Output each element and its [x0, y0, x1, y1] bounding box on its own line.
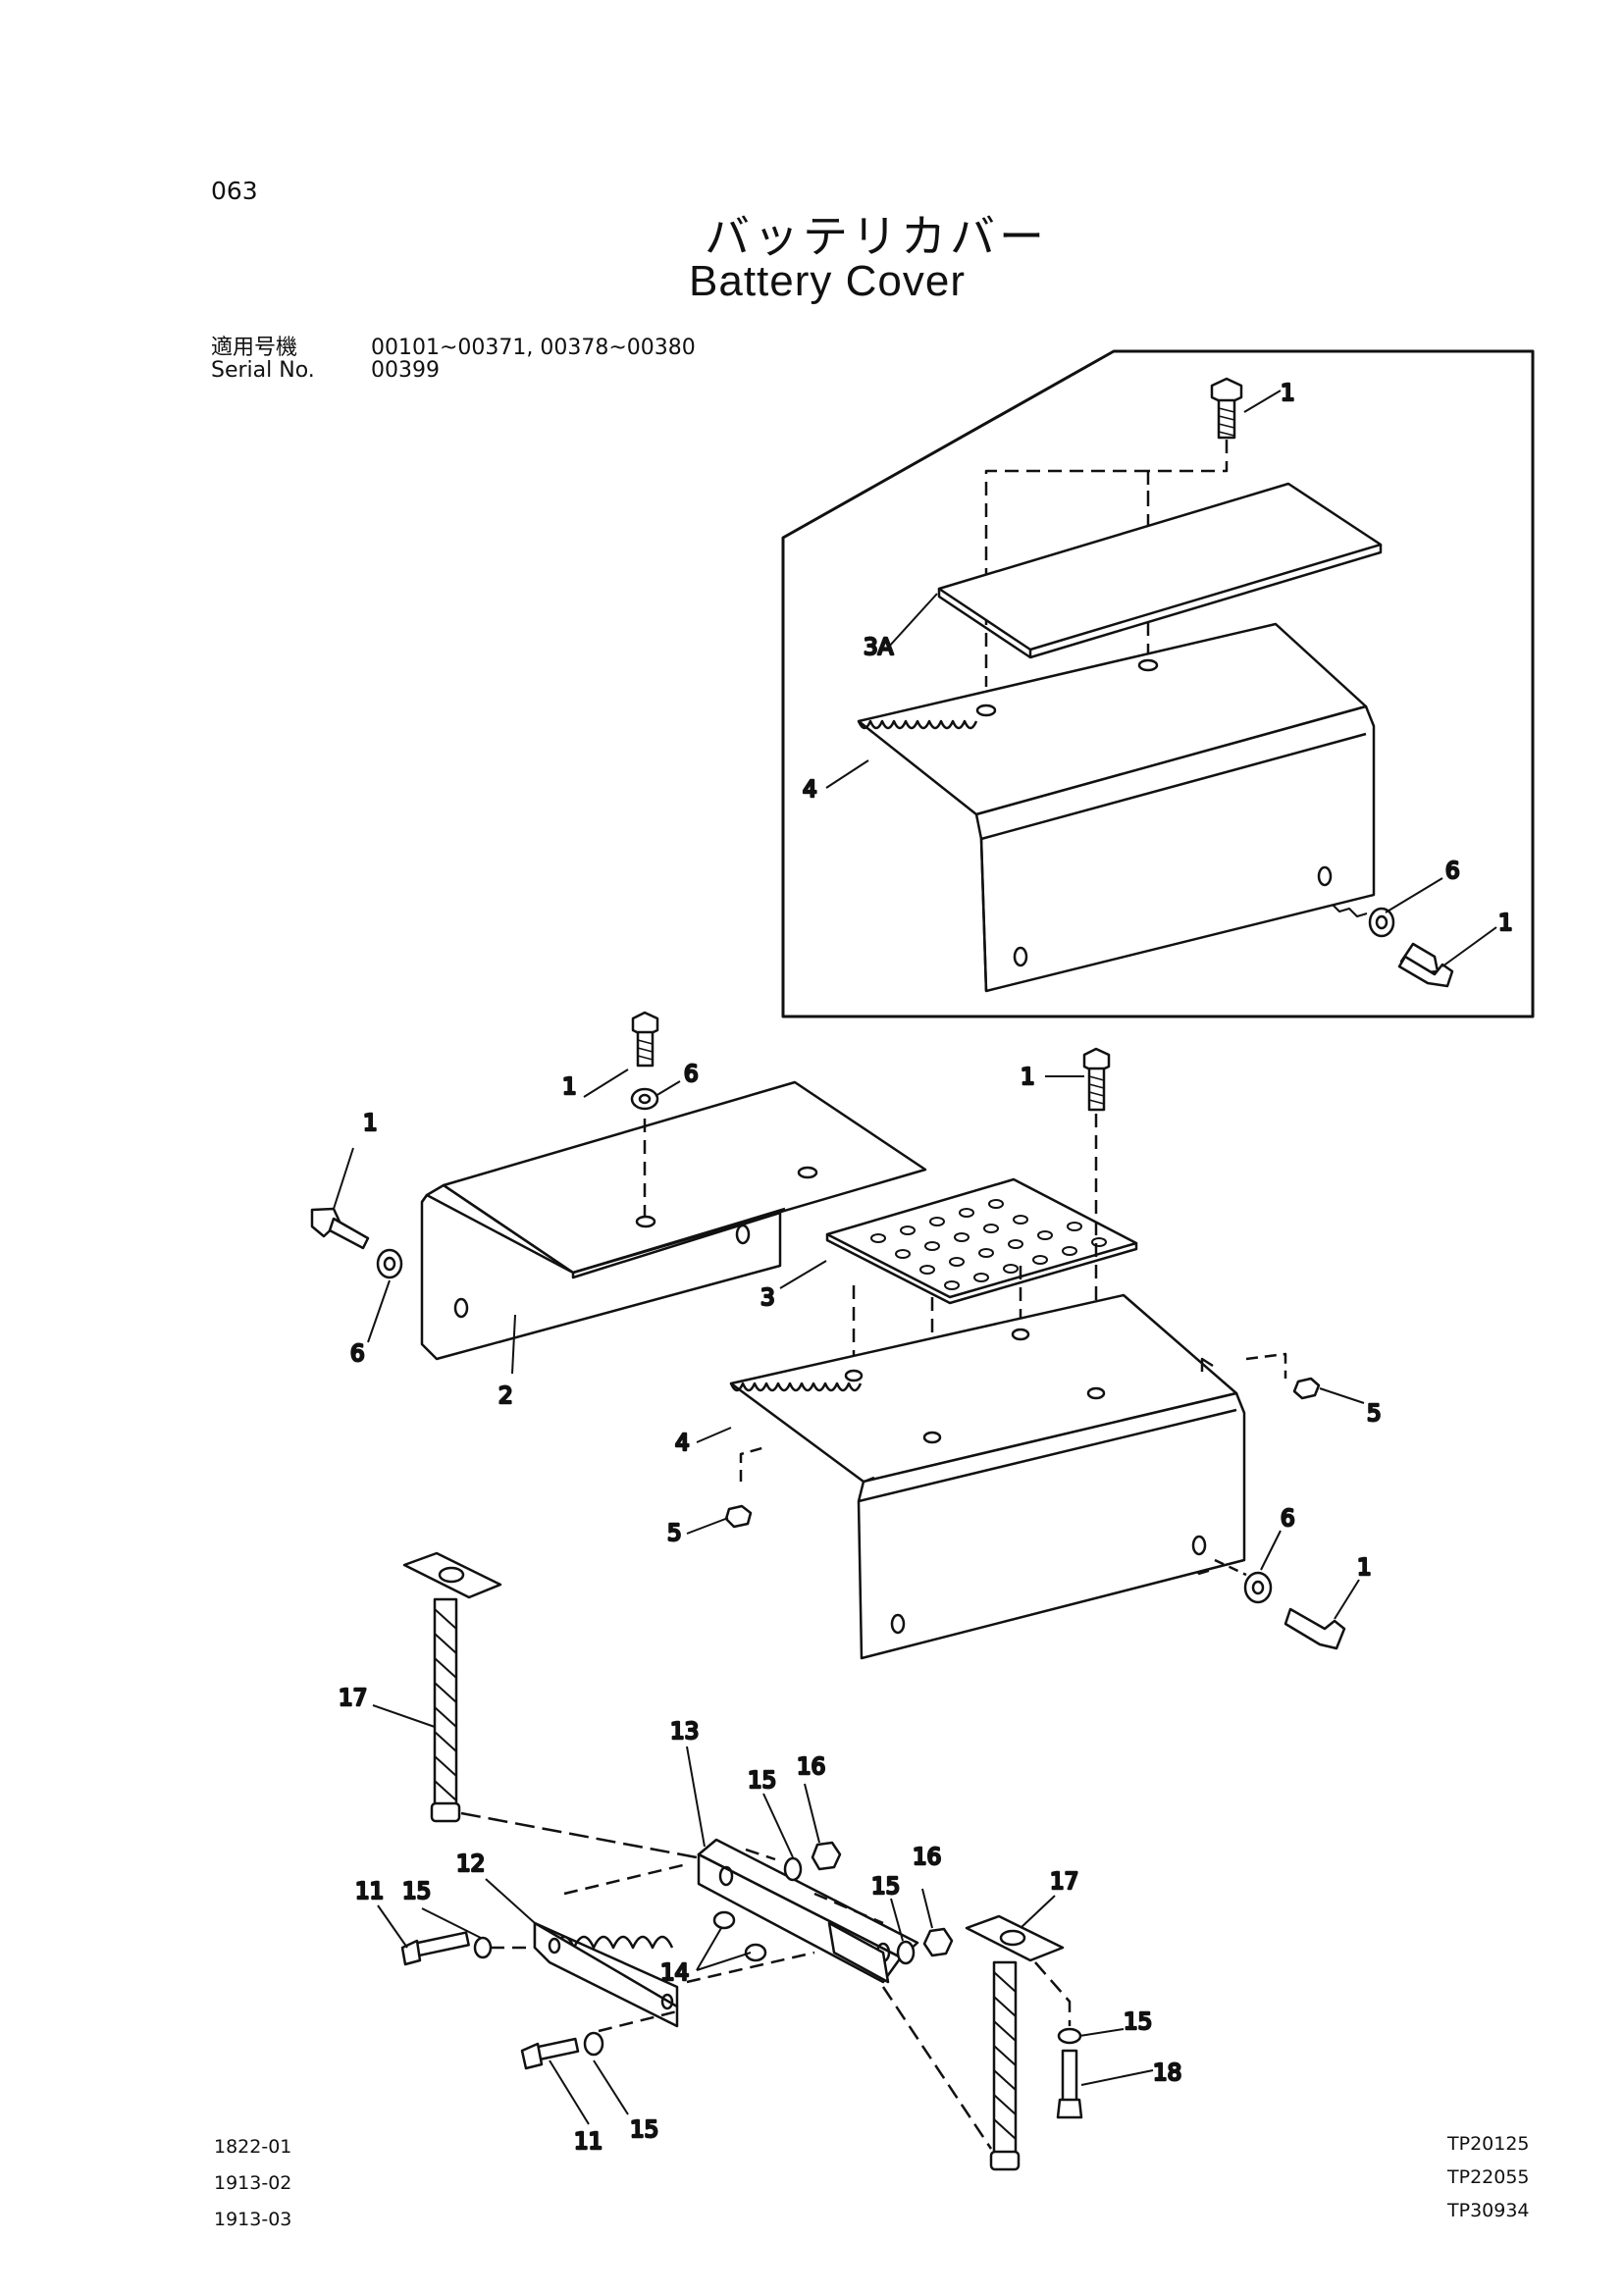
title-japanese: バッテリカバー	[705, 210, 1048, 263]
footer-code: 1822-01	[214, 2136, 292, 2158]
nut-16b	[922, 1927, 954, 1957]
callout: 1	[1021, 1065, 1035, 1090]
callout: 17	[1050, 1869, 1078, 1895]
callout: 6	[350, 1341, 365, 1367]
washer-15c	[473, 1936, 493, 1959]
callout: 6	[1445, 859, 1460, 884]
rod-left	[402, 1551, 502, 1823]
perforated-plate	[825, 1177, 1138, 1305]
left-cover	[420, 1080, 927, 1361]
callout: 13	[670, 1719, 699, 1745]
nut-left	[724, 1504, 753, 1529]
callout: 12	[456, 1851, 485, 1877]
washer-15e	[1057, 2027, 1082, 2045]
callout: 3A	[864, 635, 894, 660]
footer-code: TP22055	[1447, 2166, 1530, 2188]
inset-rubber-plate	[937, 482, 1383, 659]
callout: 1	[562, 1074, 577, 1100]
callout: 15	[1124, 2009, 1152, 2035]
footer-code: TP30934	[1447, 2200, 1530, 2221]
callout: 1	[1498, 911, 1513, 936]
callout: 4	[675, 1431, 690, 1456]
bolt-11b	[520, 2037, 580, 2070]
bolt-top-left	[631, 1011, 659, 1068]
nut-right	[1292, 1377, 1321, 1400]
bolt-main-right	[1283, 1607, 1346, 1650]
inset-bolt-right	[1397, 942, 1454, 988]
page-number: 063	[211, 177, 258, 205]
washer-top-left	[630, 1087, 659, 1111]
collar-b	[744, 1943, 767, 1962]
title-english: Battery Cover	[689, 257, 966, 305]
inset-frame	[781, 349, 1535, 1018]
bolt-top-right	[1082, 1047, 1111, 1112]
inset-bolt-top	[1210, 377, 1243, 440]
washer-15b	[896, 1940, 916, 1965]
footer-code: TP20125	[1447, 2133, 1530, 2155]
callout: 15	[871, 1874, 900, 1900]
footer-codes-left: 1822-01 1913-02 1913-03	[214, 2129, 291, 2238]
callout: 1	[1281, 381, 1295, 406]
callout: 15	[748, 1768, 776, 1794]
callout: 5	[667, 1521, 682, 1546]
callout: 18	[1153, 2060, 1181, 2086]
footer-codes-right: TP20125 TP22055 TP30934	[1447, 2127, 1530, 2227]
callout: 11	[574, 2129, 602, 2155]
callout: 15	[630, 2117, 658, 2143]
callout: 2	[498, 1383, 513, 1409]
callout: 11	[355, 1879, 384, 1904]
main-cover	[729, 1293, 1246, 1660]
callout: 14	[660, 1960, 689, 1986]
footer-code: 1913-03	[214, 2209, 292, 2230]
serial-label-english: Serial No.	[211, 358, 315, 383]
bolt-11a	[400, 1931, 470, 1966]
serial-range-line2: 00399	[371, 358, 440, 383]
serial-block: 適用号機 00101~00371, 00378~00380 Serial No. 0…	[211, 337, 696, 382]
bracket-13	[697, 1838, 919, 1984]
callout: 16	[797, 1754, 825, 1780]
callout: 6	[1281, 1506, 1295, 1532]
bolt-left-side	[310, 1207, 370, 1250]
callout: 16	[913, 1845, 941, 1870]
serial-label-japanese: 適用号機	[211, 336, 298, 360]
collar-a	[712, 1910, 736, 1930]
footer-code: 1913-02	[214, 2172, 292, 2194]
callout: 1	[363, 1111, 378, 1136]
callout-labels: 1 3A 4 6 1 1 6 1 1 6 2 3 4 5 5 6 1 17 13…	[338, 380, 1514, 2157]
callout: 17	[339, 1686, 367, 1711]
callout: 5	[1367, 1401, 1382, 1427]
callout: 3	[760, 1285, 775, 1311]
callout: 6	[684, 1062, 699, 1087]
nut-16a	[811, 1841, 842, 1871]
washer-main-right	[1243, 1571, 1273, 1604]
callout: 4	[803, 777, 817, 803]
inset-cover	[857, 622, 1376, 993]
callout: 15	[402, 1879, 431, 1904]
bracket-12	[533, 1921, 679, 2028]
washer-15d	[583, 2031, 604, 2057]
washer-15a	[783, 1856, 803, 1882]
serial-range-line1: 00101~00371, 00378~00380	[371, 336, 696, 360]
callout: 1	[1357, 1555, 1372, 1581]
washer-left	[376, 1248, 403, 1279]
bolt-18	[1056, 2049, 1083, 2119]
inset-washer	[1368, 907, 1395, 938]
rod-right	[965, 1914, 1065, 2171]
